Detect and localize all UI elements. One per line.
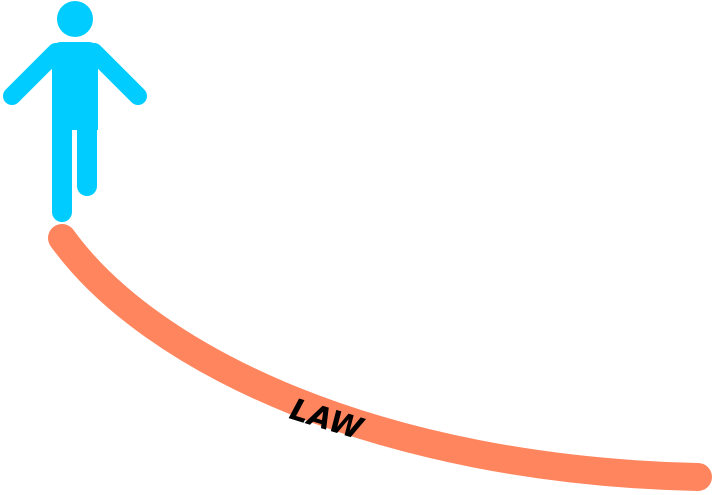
person-icon xyxy=(3,1,147,222)
law-path xyxy=(48,224,712,491)
